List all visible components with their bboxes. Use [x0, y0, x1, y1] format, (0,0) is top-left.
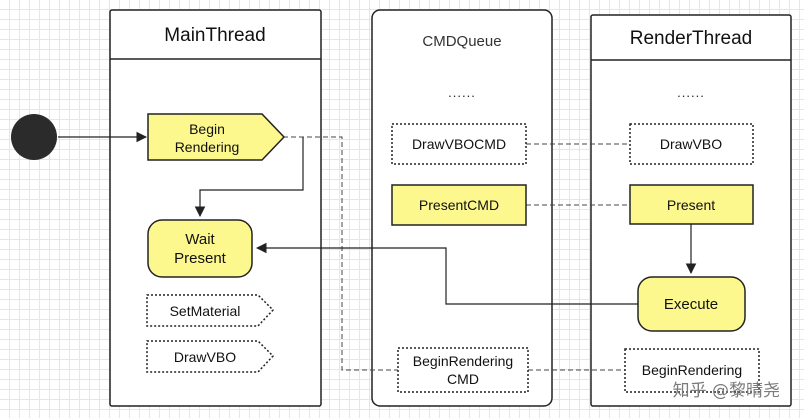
connectors — [58, 131, 697, 371]
watermark: 知乎 @黎晴尧 — [673, 381, 780, 401]
dashed-begin-to-cmd — [283, 136, 398, 371]
node-execute: Execute — [637, 276, 746, 332]
arrow-begin-to-wait — [194, 137, 304, 218]
node-draw-vbo-cmd: DrawVBOCMD — [391, 123, 527, 165]
node-begin-rendering: Begin Rendering — [147, 113, 286, 161]
set-material-label: SetMaterial — [170, 303, 241, 319]
render-ellipsis: ...... — [677, 85, 705, 100]
node-present-cmd: PresentCMD — [391, 184, 527, 226]
begin-rendering-label-line1: Begin — [189, 121, 225, 137]
begin-rendering-label-line2: Rendering — [175, 139, 240, 155]
arrow-execute-to-wait — [255, 242, 638, 305]
node-draw-vbo-render: DrawVBO — [629, 123, 754, 165]
begin-rendering-cmd-label-line2: CMD — [447, 371, 479, 387]
begin-rendering-cmd-label-line1: BeginRendering — [413, 353, 513, 369]
lane-render-title: RenderThread — [630, 28, 753, 49]
node-set-material: SetMaterial — [146, 294, 275, 327]
draw-vbo-main-label: DrawVBO — [174, 349, 236, 365]
present-label: Present — [667, 197, 715, 213]
lane-queue-title: CMDQueue — [422, 33, 501, 50]
execute-label: Execute — [664, 296, 718, 313]
present-cmd-label: PresentCMD — [419, 197, 499, 213]
queue-ellipsis: ...... — [448, 85, 476, 100]
start-node — [11, 114, 57, 160]
lane-main-title: MainThread — [164, 25, 265, 46]
node-wait-present: Wait Present — [147, 219, 253, 278]
node-draw-vbo-main: DrawVBO — [146, 340, 275, 373]
draw-vbo-render-label: DrawVBO — [660, 136, 722, 152]
node-present: Present — [629, 184, 754, 225]
node-begin-rendering-render: BeginRendering — [624, 348, 760, 393]
wait-present-label-line1: Wait — [185, 231, 215, 248]
draw-vbo-cmd-label: DrawVBOCMD — [412, 136, 506, 152]
wait-present-label-line2: Present — [174, 250, 227, 267]
node-begin-rendering-cmd: BeginRendering CMD — [397, 347, 529, 393]
begin-rendering-render-label: BeginRendering — [642, 362, 742, 378]
